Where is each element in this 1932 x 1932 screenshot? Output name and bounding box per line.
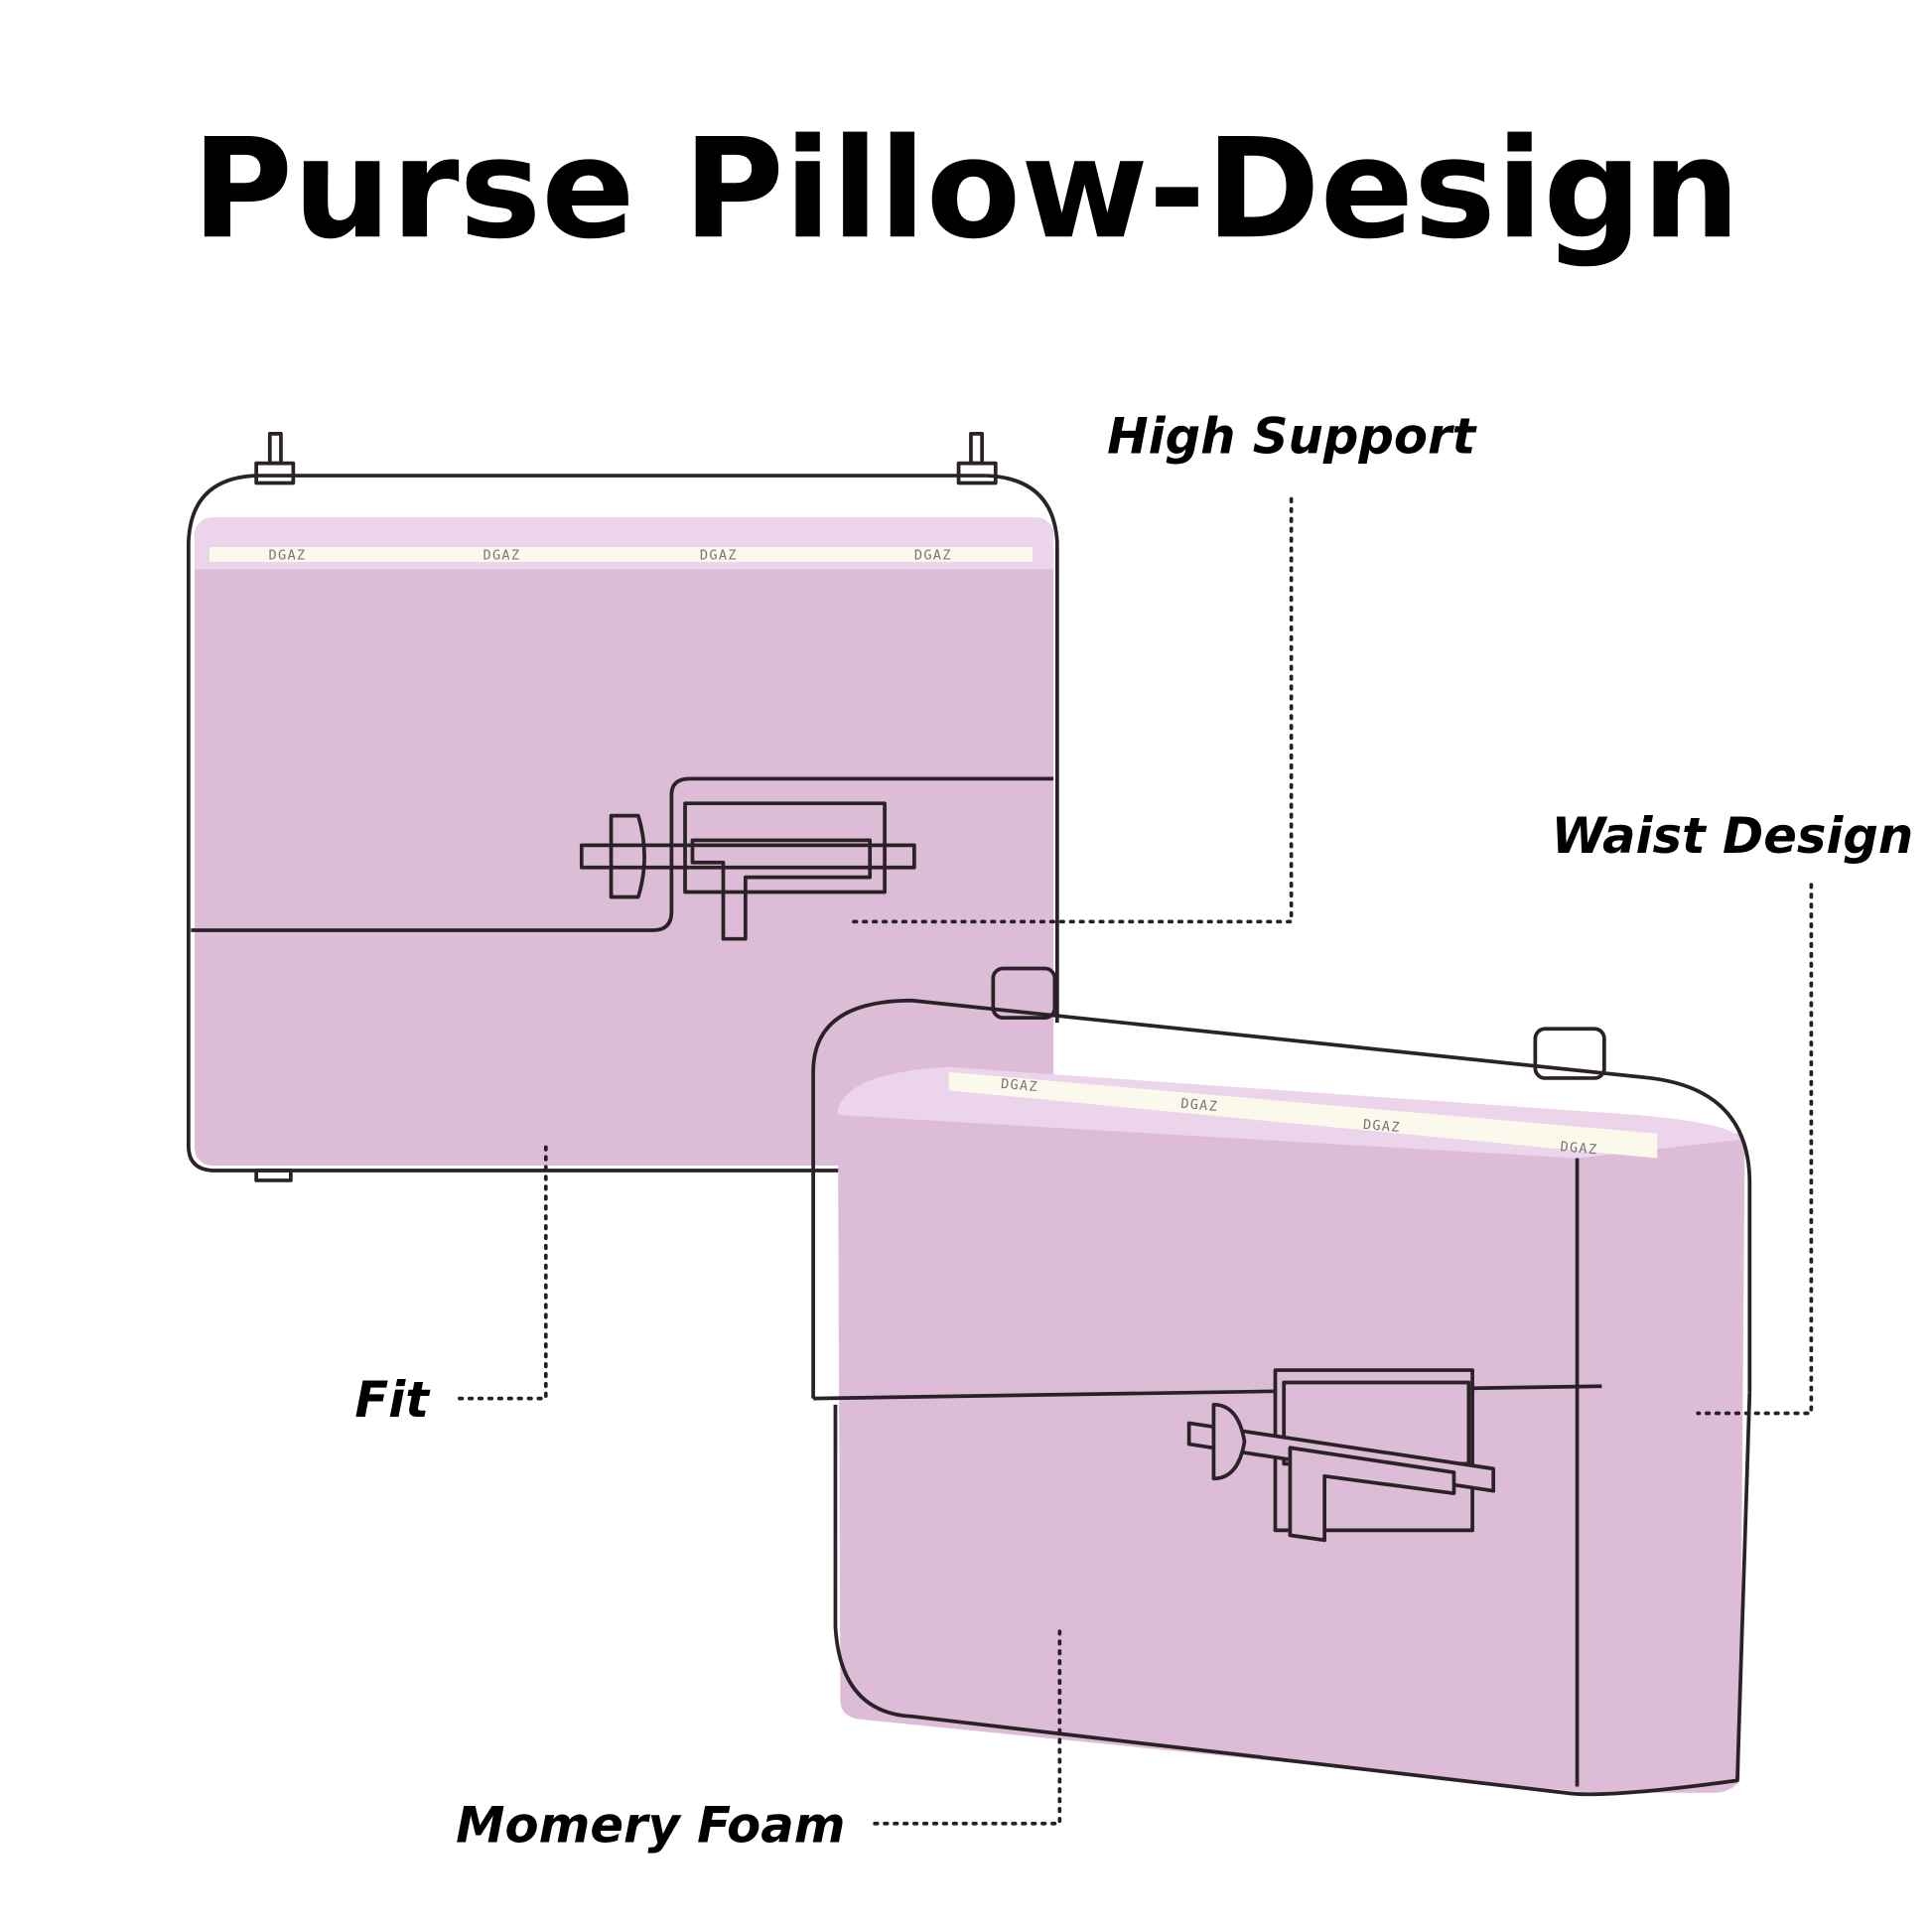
seam-line (191, 776, 1054, 932)
side-loop (991, 966, 1057, 1020)
buckle-front-icon (1186, 1368, 1496, 1543)
foot (254, 1169, 293, 1182)
strap-peg-right (956, 461, 998, 485)
brand-print: DGAZ (483, 547, 521, 563)
brand-print: DGAZ (914, 547, 952, 563)
label-memory-foam: Momery Foam (456, 1796, 845, 1854)
pillow-front-strip (948, 1071, 1658, 1159)
strap-peg-right-post (969, 431, 984, 466)
label-high-support: High Support (1107, 408, 1477, 466)
label-fit: Fit (354, 1371, 431, 1429)
leader-memory-foam (873, 1624, 1062, 1826)
pillow-back-body (195, 517, 1054, 1167)
brand-print: DGAZ (1000, 1076, 1038, 1095)
label-waist-design: Waist Design (1552, 807, 1914, 865)
strap-peg-left (254, 461, 296, 485)
pillow-front: DGAZ DGAZ DGAZ DGAZ (811, 998, 1752, 1797)
front-side-loop (1533, 1027, 1606, 1080)
leader-high-support (850, 496, 1294, 924)
brand-print: DGAZ (700, 547, 738, 563)
buckle-back-icon (579, 801, 916, 941)
cover-outline-right (985, 474, 1059, 1024)
brand-print: DGAZ (269, 547, 307, 563)
cover-outline-left (187, 474, 1054, 1173)
strap-peg-left-post (267, 431, 283, 466)
brand-print: DGAZ (1560, 1139, 1598, 1158)
pillow-back-strip (208, 547, 1034, 562)
leader-waist-design (1696, 883, 1814, 1416)
front-lower-outline (833, 1392, 1752, 1797)
pillow-back: DGAZ DGAZ DGAZ DGAZ (187, 431, 1059, 1182)
brand-print: DGAZ (1180, 1096, 1219, 1115)
front-cover-outline (811, 998, 1752, 1399)
page-title: Purse Pillow-Design (192, 108, 1740, 269)
brand-print: DGAZ (1362, 1117, 1401, 1136)
leader-fit (458, 1138, 548, 1401)
